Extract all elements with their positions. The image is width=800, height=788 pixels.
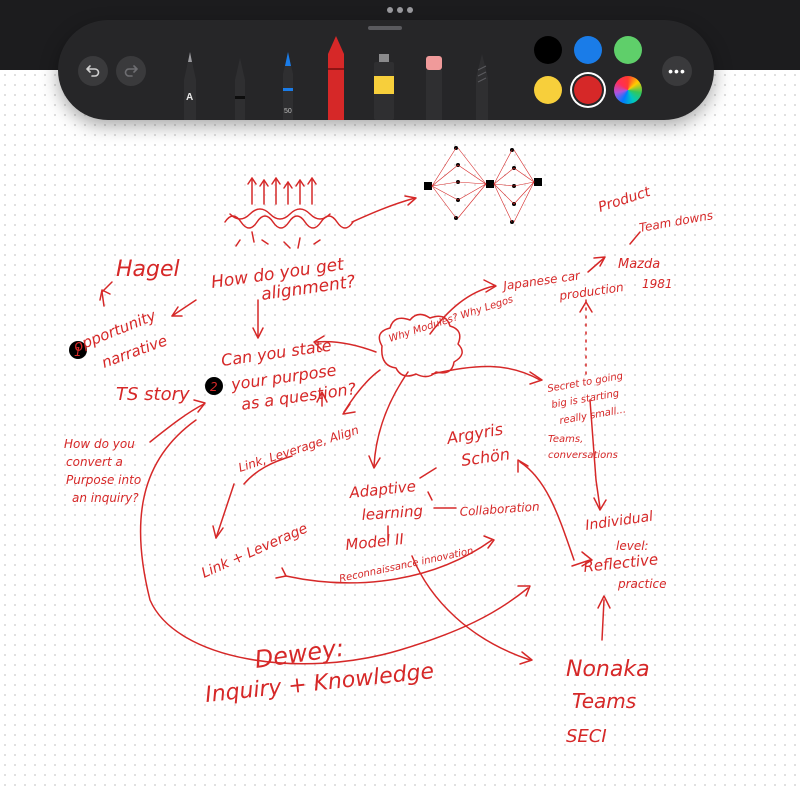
crayon-icon (328, 36, 344, 120)
note-dewey: Dewey: (253, 634, 346, 674)
note-seci: SECI (566, 726, 607, 747)
note-marker-one: 1 (74, 345, 82, 359)
redo-arrow-icon (124, 65, 138, 77)
eraser-tool[interactable] (420, 34, 448, 120)
note-argyris: Argyris (444, 419, 504, 448)
note-adaptive: Adaptive (348, 477, 417, 502)
connector-arrows (99, 231, 641, 665)
lasso-icon (476, 54, 488, 120)
palette-drag-handle[interactable] (368, 26, 402, 30)
network-sketch (424, 146, 542, 224)
color-swatch-red[interactable] (574, 76, 602, 104)
note-how-do-you: How do you (64, 437, 135, 451)
note-team-downs: Team downs (638, 208, 714, 235)
pencil-icon (184, 52, 196, 120)
highlighter-tool[interactable] (370, 34, 398, 120)
note-link-and-leverage: Link + Leverage (199, 520, 310, 581)
note-convert-a: convert a (66, 455, 123, 469)
note-mazda: Mazda (618, 257, 660, 272)
crayon-tool[interactable] (322, 34, 350, 120)
color-swatch-green[interactable] (614, 36, 642, 64)
note-reflective: Reflective (583, 550, 659, 576)
note-purpose-into: Purpose into (66, 473, 141, 487)
note-secret-4: Teams, (548, 434, 583, 445)
note-product: Product (596, 184, 653, 216)
more-options-button[interactable]: ••• (662, 56, 692, 86)
highlighter-icon (374, 54, 394, 120)
note-practice: practice (617, 577, 667, 591)
drawing-canvas[interactable] (0, 70, 800, 788)
eraser-icon (426, 56, 442, 120)
note-ts-story: TS story (116, 384, 190, 405)
note-model-ii: Model II (345, 530, 406, 554)
note-marker-two: 2 (210, 380, 218, 394)
note-secret-5: conversations (548, 450, 618, 461)
marker-size-label: 50 (284, 108, 292, 115)
pencil-tool[interactable]: A (176, 34, 204, 120)
note-teams: Teams (572, 689, 636, 713)
note-hagel: Hagel (116, 257, 180, 282)
note-inquiry-knowledge: Inquiry + Knowledge (204, 659, 435, 708)
note-nonaka: Nonaka (566, 657, 650, 682)
fineliner-icon (235, 58, 245, 120)
color-swatch-black[interactable] (534, 36, 562, 64)
cloud-outline (378, 313, 463, 378)
marker-icon (283, 52, 293, 120)
circle-marker-two (205, 377, 223, 395)
undo-arrow-icon (86, 65, 100, 77)
undo-button[interactable] (78, 56, 108, 86)
note-year: 1981 (642, 277, 673, 291)
note-learning: learning (361, 502, 424, 524)
note-individual: Individual (584, 509, 654, 534)
wave-sketch (224, 177, 417, 249)
note-collaboration: Collaboration (459, 499, 540, 519)
fineliner-tool[interactable] (226, 34, 254, 120)
marker-tool[interactable]: 50 (274, 34, 302, 120)
tool-palette: A 50 (58, 20, 714, 120)
note-level: level: (616, 539, 649, 553)
pencil-label: A (186, 92, 194, 103)
color-swatch-yellow[interactable] (534, 76, 562, 104)
lasso-tool[interactable] (468, 34, 496, 120)
color-swatch-blue[interactable] (574, 36, 602, 64)
note-an-inquiry: an inquiry? (72, 491, 139, 505)
circle-marker-one (69, 341, 87, 359)
multitasking-handle-icon[interactable] (376, 7, 424, 15)
note-schon: Schön (460, 444, 511, 470)
color-picker-wheel-icon[interactable] (614, 76, 642, 104)
note-link-leverage-align: Link, Leverage, Align (237, 423, 361, 475)
redo-button[interactable] (116, 56, 146, 86)
